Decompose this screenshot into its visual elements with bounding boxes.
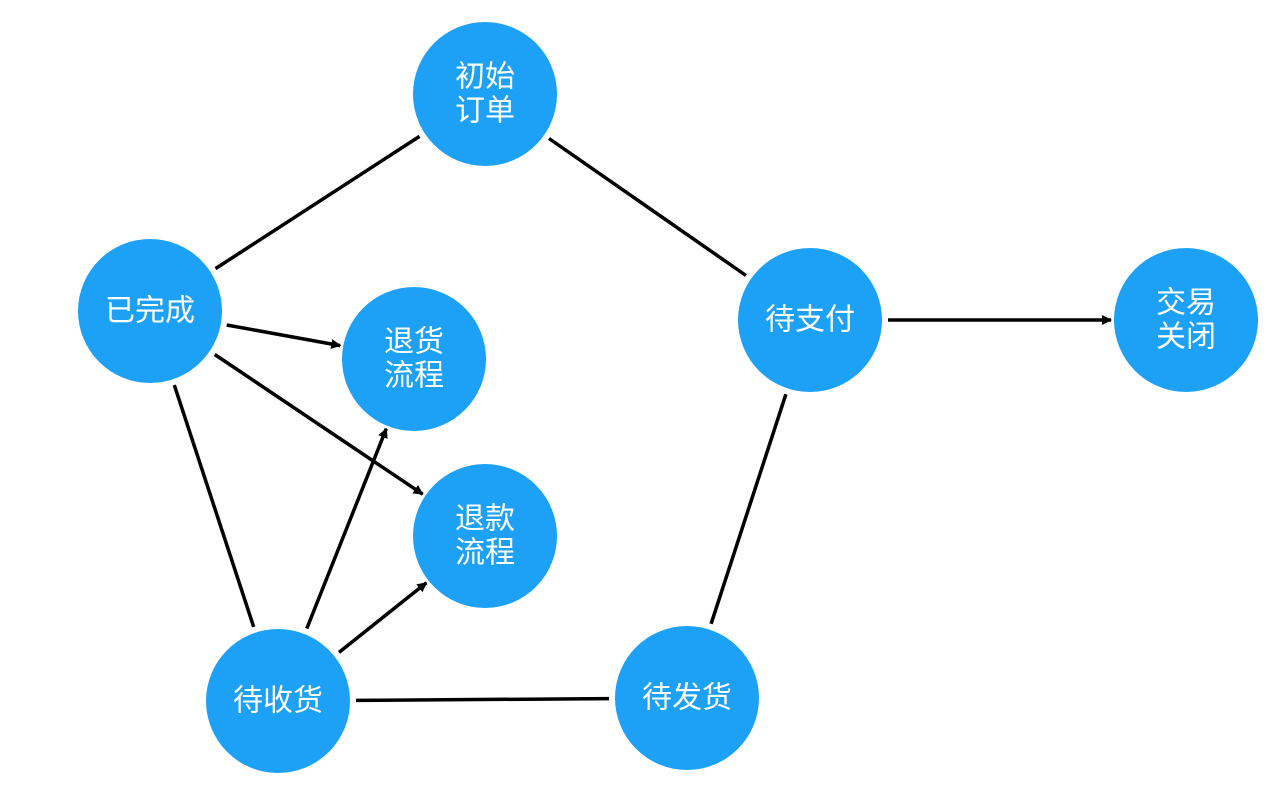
- node-circle: [413, 22, 557, 166]
- node-circle: [738, 248, 882, 392]
- node-circle: [78, 239, 222, 383]
- node-circle: [615, 626, 759, 770]
- node-label: 退货: [384, 325, 444, 360]
- edge-completed-to-refund-arrow: [213, 353, 424, 496]
- node-label: 初始: [455, 60, 515, 95]
- edge-pending-receipt-to-return-arrow: [305, 427, 388, 630]
- node-pending-shipment: 待发货: [615, 626, 759, 770]
- edge-pending-receipt-to-completed: [172, 384, 256, 628]
- node-completed: 已完成: [78, 239, 222, 383]
- node-circle: [1114, 248, 1258, 392]
- edge-completed-to-return-arrow: [226, 323, 342, 349]
- node-pending-payment: 待支付: [738, 248, 882, 392]
- node-pending-receipt: 待收货: [206, 629, 350, 773]
- node-circle: [342, 287, 486, 431]
- node-circle: [413, 464, 557, 608]
- edge-initial-to-pending-payment: [548, 137, 747, 277]
- node-label: 待发货: [642, 681, 732, 716]
- edge-pending-shipment-to-pending-receipt: [355, 696, 610, 703]
- nodes-layer: 初始订单已完成退货流程待支付交易关闭退款流程待收货待发货: [78, 22, 1258, 773]
- node-label: 退款: [455, 502, 515, 537]
- node-label: 已完成: [105, 294, 195, 329]
- edge-pending-payment-to-pending-shipment: [709, 393, 788, 625]
- node-label: 关闭: [1156, 320, 1216, 355]
- edge-pending-receipt-to-refund-arrow: [337, 581, 428, 654]
- node-label: 流程: [384, 359, 444, 394]
- node-label: 订单: [455, 94, 515, 129]
- node-label: 待支付: [765, 303, 855, 338]
- node-label: 待收货: [233, 684, 323, 719]
- node-label: 流程: [455, 536, 515, 571]
- node-label: 交易: [1156, 286, 1216, 321]
- edge-completed-to-initial: [214, 134, 421, 271]
- node-circle: [206, 629, 350, 773]
- edges-layer: [172, 134, 1112, 703]
